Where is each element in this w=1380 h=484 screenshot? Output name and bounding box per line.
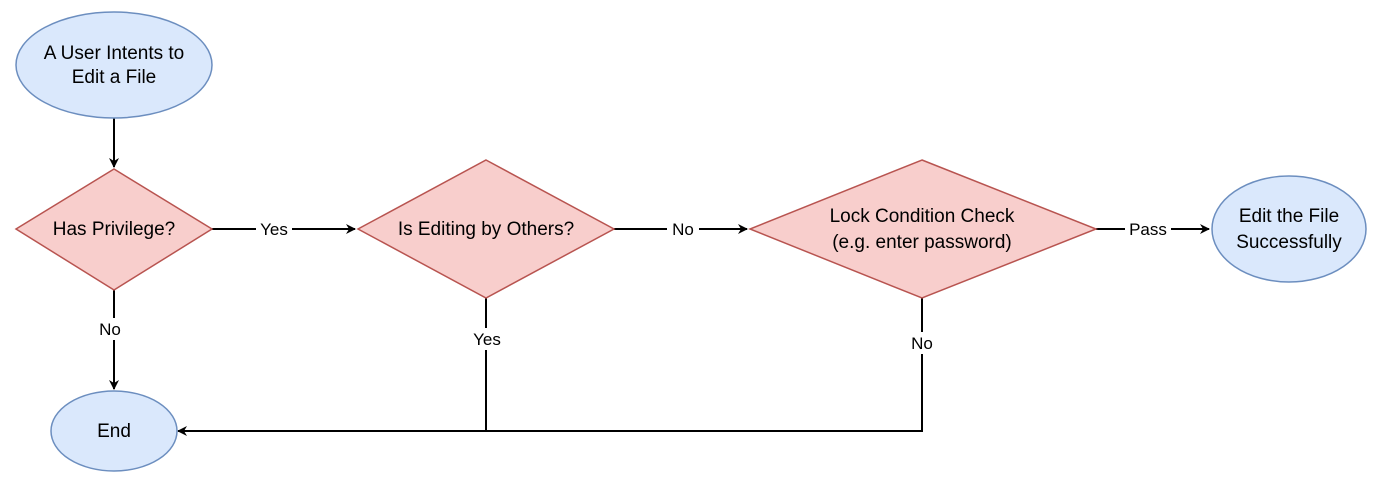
edge-label-privilege-no: No (99, 320, 121, 339)
end-node: End (50, 390, 178, 472)
end-label: End (97, 421, 131, 442)
decision-diamond (356, 159, 616, 299)
edge-labels: Yes No No Yes Pass No (96, 219, 1171, 354)
start-label-line2: Edit a File (72, 67, 156, 88)
is-editing-label: Is Editing by Others? (398, 219, 574, 240)
edge-label-editing-no: No (672, 220, 694, 239)
lock-check-label-line2: (e.g. enter password) (832, 232, 1012, 253)
success-node: Edit the File Successfully (1211, 175, 1367, 283)
edge-label-editing-yes: Yes (473, 330, 501, 349)
decision-diamond (747, 159, 1099, 299)
edge-label-lock-pass: Pass (1129, 220, 1167, 239)
start-label-line1: A User Intents to (44, 43, 184, 64)
end-ellipse (50, 390, 178, 472)
decision-has-privilege: Has Privilege? (14, 168, 214, 291)
lock-check-label-line1: Lock Condition Check (830, 206, 1015, 227)
success-label-line1: Edit the File (1239, 206, 1339, 227)
start-ellipse (15, 11, 213, 119)
edge-label-lock-no: No (911, 334, 933, 353)
has-privilege-label: Has Privilege? (53, 219, 176, 240)
success-label-line2: Successfully (1236, 232, 1342, 253)
edge-label-privilege-yes: Yes (260, 220, 288, 239)
edge-editing-to-end (177, 298, 487, 436)
decision-diamond (14, 168, 214, 291)
decision-is-editing: Is Editing by Others? (356, 159, 616, 299)
edge-lock-to-end (486, 298, 923, 432)
edges (109, 118, 1210, 436)
start-node: A User Intents to Edit a File (15, 11, 213, 119)
decision-lock-check: Lock Condition Check (e.g. enter passwor… (747, 159, 1099, 299)
success-ellipse (1211, 175, 1367, 283)
